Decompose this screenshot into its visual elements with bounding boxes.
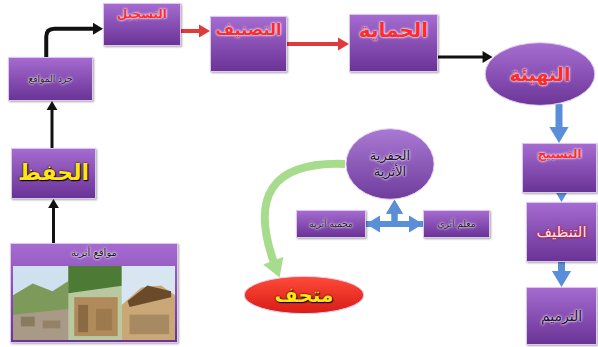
connector xyxy=(549,104,568,143)
node-label: التسجيل xyxy=(108,7,176,21)
arrow-head xyxy=(263,257,283,278)
node-label: الترميم xyxy=(531,308,592,325)
connector-line xyxy=(46,29,96,57)
process-box: التسييج xyxy=(522,143,597,193)
arrow-head xyxy=(47,101,58,110)
node-label: الحفظ xyxy=(16,160,91,186)
arrow-head xyxy=(386,200,403,214)
connector xyxy=(181,24,210,37)
arrow-head xyxy=(549,127,568,143)
ellipse-outline xyxy=(346,129,434,200)
site-photos xyxy=(13,266,175,340)
process-box: الحفظ xyxy=(11,148,96,199)
arrow-head xyxy=(93,23,103,35)
connector-line xyxy=(51,107,54,148)
process-box: محمية أثرية xyxy=(296,210,366,238)
node-label: الحماية xyxy=(354,18,433,42)
process-box: الحماية xyxy=(349,14,438,72)
arrow-head xyxy=(48,199,59,208)
node-label: مواقع أثرية xyxy=(15,247,173,259)
process-ellipse: الحفرية الأثرية xyxy=(345,128,435,200)
node-label: متحف xyxy=(260,283,348,307)
connector xyxy=(47,101,58,148)
arrow-head xyxy=(386,200,403,214)
ellipse-outline xyxy=(485,43,595,106)
node-label: التسييج xyxy=(527,147,592,161)
process-box: جرد المواقع xyxy=(8,57,93,101)
connector xyxy=(438,51,493,63)
process-box: التنظيف xyxy=(526,202,597,262)
connector xyxy=(552,262,571,287)
node-label: محمية أثرية xyxy=(301,219,361,230)
connector-line xyxy=(287,42,341,46)
connector xyxy=(386,200,423,224)
site-box: مواقع أثرية xyxy=(10,243,178,343)
ellipse-outline xyxy=(244,276,364,313)
process-box: الترميم xyxy=(526,287,597,345)
process-box: التسجيل xyxy=(103,3,181,46)
connector xyxy=(48,199,59,243)
museum-ellipse: متحف xyxy=(243,276,365,314)
process-box: معلم أثري xyxy=(423,210,490,238)
arrow-head xyxy=(552,271,571,287)
node-label: التنظيف xyxy=(531,223,592,241)
process-ellipse: التهيئة xyxy=(484,42,596,106)
arrow-head xyxy=(338,37,349,50)
connector-line xyxy=(438,56,486,59)
node-label: معلم أثري xyxy=(428,219,485,230)
connector xyxy=(287,37,349,50)
node-label: جرد المواقع xyxy=(13,74,88,85)
connector-line xyxy=(52,205,55,243)
node-label: التصنيف xyxy=(215,20,282,39)
connector xyxy=(46,23,103,57)
node-label: التهيئة xyxy=(500,63,580,86)
arrow-head xyxy=(199,24,210,37)
node-label: الحفرية الأثرية xyxy=(358,148,422,179)
process-box: التصنيف xyxy=(210,16,287,72)
